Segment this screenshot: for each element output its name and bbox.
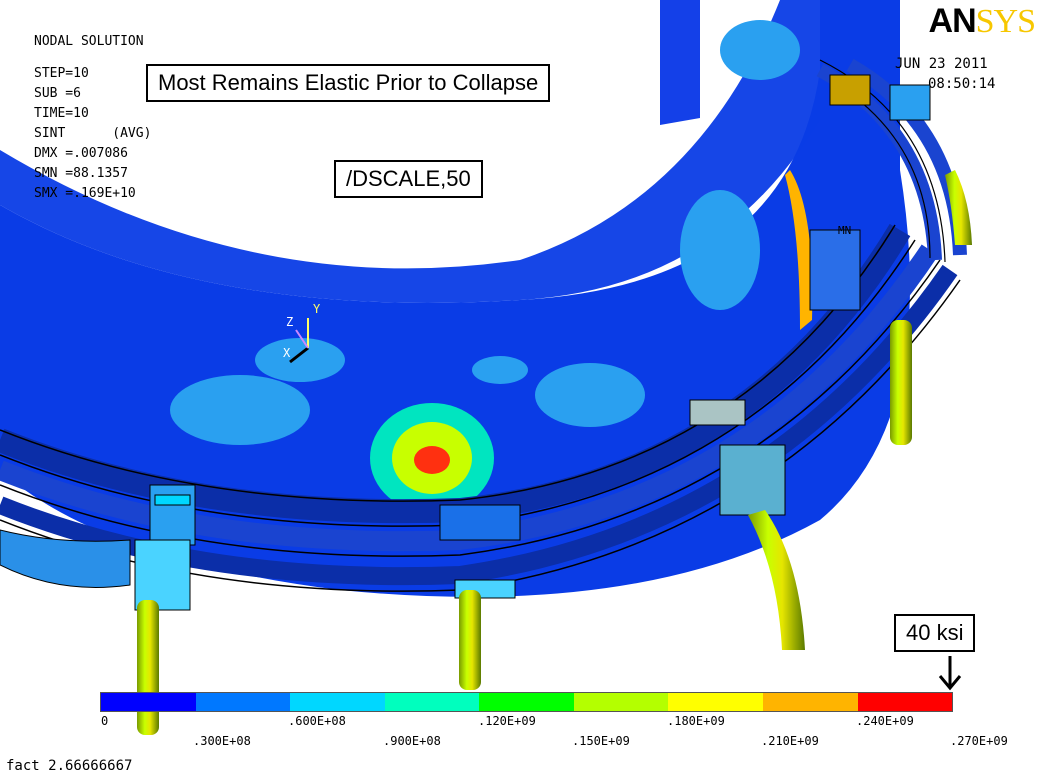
stress-patch: [472, 356, 528, 384]
legend-top-label: 0: [101, 714, 109, 728]
clamp-bracket: [689, 399, 786, 516]
legend-bottom-label: .210E+09: [761, 734, 819, 748]
legend-band: [762, 693, 858, 711]
triad-z-label: Z: [286, 315, 293, 329]
result-title: NODAL SOLUTION: [34, 34, 144, 49]
legend-bottom-label: .300E+08: [193, 734, 251, 748]
min-node-label: MN: [838, 224, 851, 237]
legend-top-label: .600E+08: [288, 714, 346, 728]
legend-band: [668, 693, 763, 711]
support-leg: [137, 600, 159, 735]
support-leg: [459, 590, 481, 690]
ansys-logo: ANSYS: [928, 2, 1036, 40]
triad-y-label: Y: [313, 302, 321, 316]
stress-patch: [535, 363, 645, 427]
coordinate-triad: [289, 318, 309, 364]
legend-band: [573, 693, 669, 711]
legend-top-label: .240E+09: [856, 714, 914, 728]
legend-band: [101, 693, 196, 711]
legend-top-label: .120E+09: [478, 714, 536, 728]
factor-readout: fact 2.66666667: [6, 758, 133, 774]
cylinder-inner-wall: [660, 0, 700, 125]
clamp-bracket: [439, 504, 521, 599]
ksi-callout: 40 ksi: [894, 614, 976, 652]
legend-band: [479, 693, 574, 711]
stress-patch: [680, 190, 760, 310]
stress-patch: [170, 375, 310, 445]
support-leg: [748, 510, 805, 650]
stress-patch: [255, 338, 345, 382]
result-sub: SUB =6: [34, 86, 81, 101]
legend-band: [290, 693, 385, 711]
result-smn: SMN =88.1357: [34, 166, 128, 181]
wall-flank-stress: [785, 170, 813, 330]
clamp-bracket: [809, 74, 931, 311]
legend-bottom-label: .900E+08: [383, 734, 441, 748]
result-time: TIME=10: [34, 106, 89, 121]
result-dmx: DMX =.007086: [34, 146, 128, 161]
cylinder-top-left: [0, 0, 820, 303]
triad-x-label: X: [283, 346, 291, 360]
legend-band: [195, 693, 291, 711]
legend-bottom-label: .150E+09: [572, 734, 630, 748]
buckled-ring-fragment: [0, 529, 131, 588]
stress-patch: [720, 20, 800, 80]
elastic-callout: Most Remains Elastic Prior to Collapse: [146, 64, 551, 102]
result-smx: SMX =.169E+10: [34, 186, 136, 201]
legend-bottom-label: .270E+09: [950, 734, 1008, 748]
time-stamp: 08:50:14: [928, 76, 996, 92]
contour-legend-bar: [100, 692, 953, 712]
hotspot-inner: [414, 446, 450, 474]
legend-top-label: .180E+09: [667, 714, 725, 728]
legend-band: [857, 693, 953, 711]
legend-band: [384, 693, 480, 711]
contour-plot-view[interactable]: Y Z X MN: [0, 0, 1039, 740]
support-leg: [890, 320, 912, 445]
result-item: SINT (AVG): [34, 126, 152, 141]
result-step: STEP=10: [34, 66, 89, 81]
date-stamp: JUN 23 2011: [895, 56, 988, 72]
clamp-bracket: [134, 484, 196, 611]
dscale-callout: /DSCALE,50: [334, 160, 483, 198]
ksi-arrow-icon: [938, 656, 962, 691]
support-leg: [945, 170, 972, 245]
